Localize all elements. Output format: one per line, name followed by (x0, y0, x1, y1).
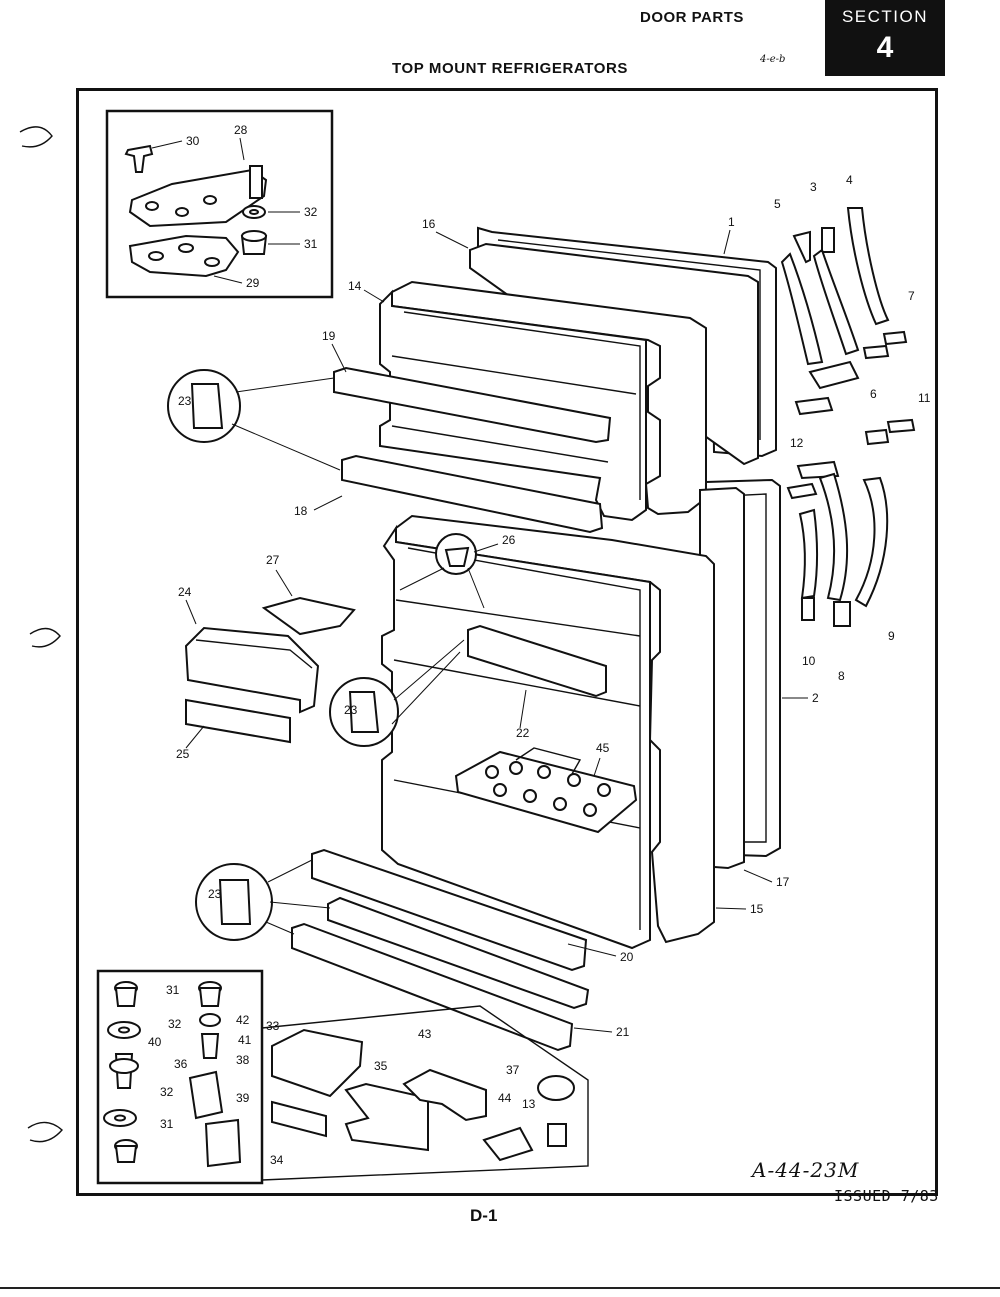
callout-11: 11 (918, 391, 931, 405)
callout-36: 36 (174, 1057, 188, 1071)
callout-3: 3 (810, 180, 817, 194)
bottom-rule (0, 1287, 1000, 1289)
shelf-retainer-detail-circles (167, 369, 485, 941)
document-title: DOOR PARTS (640, 9, 744, 26)
door-handle-parts (780, 207, 916, 627)
egg-tray (454, 747, 638, 834)
callout-43: 43 (418, 1027, 432, 1041)
callout-39: 39 (236, 1091, 250, 1105)
callout-2: 2 (812, 691, 819, 705)
callout-14: 14 (348, 279, 362, 293)
callout-45: 45 (596, 741, 610, 755)
section-badge: SECTION 4 (825, 0, 945, 76)
callout-40: 40 (148, 1035, 162, 1049)
callout-34: 34 (270, 1153, 284, 1167)
document-subtitle: TOP MOUNT REFRIGERATORS (392, 60, 629, 77)
callout-22: 22 (516, 726, 530, 740)
callout-8: 8 (838, 669, 845, 683)
upper-hinge-inset (105, 109, 334, 299)
callout-17: 17 (776, 875, 790, 889)
callout-33: 33 (266, 1019, 280, 1033)
freezer-door-assembly (333, 226, 777, 534)
callout-35: 35 (374, 1059, 388, 1073)
callout-29: 29 (246, 276, 260, 290)
callout-18: 18 (294, 504, 308, 518)
callout-23b: 23 (344, 703, 358, 717)
callout-32: 32 (304, 205, 318, 219)
leader-lines (151, 137, 808, 1033)
callout-9: 9 (888, 629, 895, 643)
dairy-compartment-parts (184, 596, 356, 744)
callout-24: 24 (178, 585, 192, 599)
fresh-food-door-assembly (291, 478, 781, 1052)
callout-15: 15 (750, 902, 764, 916)
callout-12: 12 (790, 436, 804, 450)
callout-38: 38 (236, 1053, 250, 1067)
diagram-frame (76, 88, 938, 1196)
callout-26: 26 (502, 533, 516, 547)
callout-41: 41 (238, 1033, 252, 1047)
section-label: SECTION (841, 7, 929, 26)
callout-21: 21 (616, 1025, 630, 1039)
callout-13: 13 (522, 1097, 536, 1111)
upper-hinge-parts (124, 144, 268, 278)
drawing-code: A-44-23M (752, 1158, 860, 1182)
issue-date: ISSUED 7/83 (834, 1187, 939, 1205)
callout-6: 6 (870, 387, 877, 401)
callout-1: 1 (728, 215, 735, 229)
callout-44: 44 (498, 1091, 512, 1105)
callout-10: 10 (802, 654, 816, 668)
callout-31b: 31 (160, 1117, 174, 1131)
callout-20: 20 (620, 950, 634, 964)
callout-labels: 30 28 32 31 29 16 1 5 3 4 7 6 11 12 14 1… (148, 123, 931, 1167)
callout-4: 4 (846, 173, 853, 187)
callout-42: 42 (236, 1013, 250, 1027)
callout-31a: 31 (166, 983, 180, 997)
callout-23c: 23 (208, 887, 222, 901)
lower-hinge-parts (103, 981, 242, 1168)
handwritten-note: 4-e-b (760, 54, 786, 65)
callout-5: 5 (774, 197, 781, 211)
callout-19: 19 (322, 329, 336, 343)
callout-28: 28 (234, 123, 248, 137)
callout-32b: 32 (160, 1085, 174, 1099)
lower-bracket-parts (271, 1028, 575, 1162)
callout-27: 27 (266, 553, 280, 567)
lower-hinge-inset (96, 969, 264, 1185)
section-number: 4 (876, 31, 894, 64)
callout-7: 7 (908, 289, 915, 303)
callout-37: 37 (506, 1063, 520, 1077)
callout-32a: 32 (168, 1017, 182, 1031)
callout-31: 31 (304, 237, 318, 251)
callout-30: 30 (186, 134, 200, 148)
callout-16: 16 (422, 217, 436, 231)
binder-hole-marks (19, 126, 63, 1143)
callout-25: 25 (176, 747, 190, 761)
callout-23a: 23 (178, 394, 192, 408)
page-id: D-1 (470, 1206, 498, 1225)
